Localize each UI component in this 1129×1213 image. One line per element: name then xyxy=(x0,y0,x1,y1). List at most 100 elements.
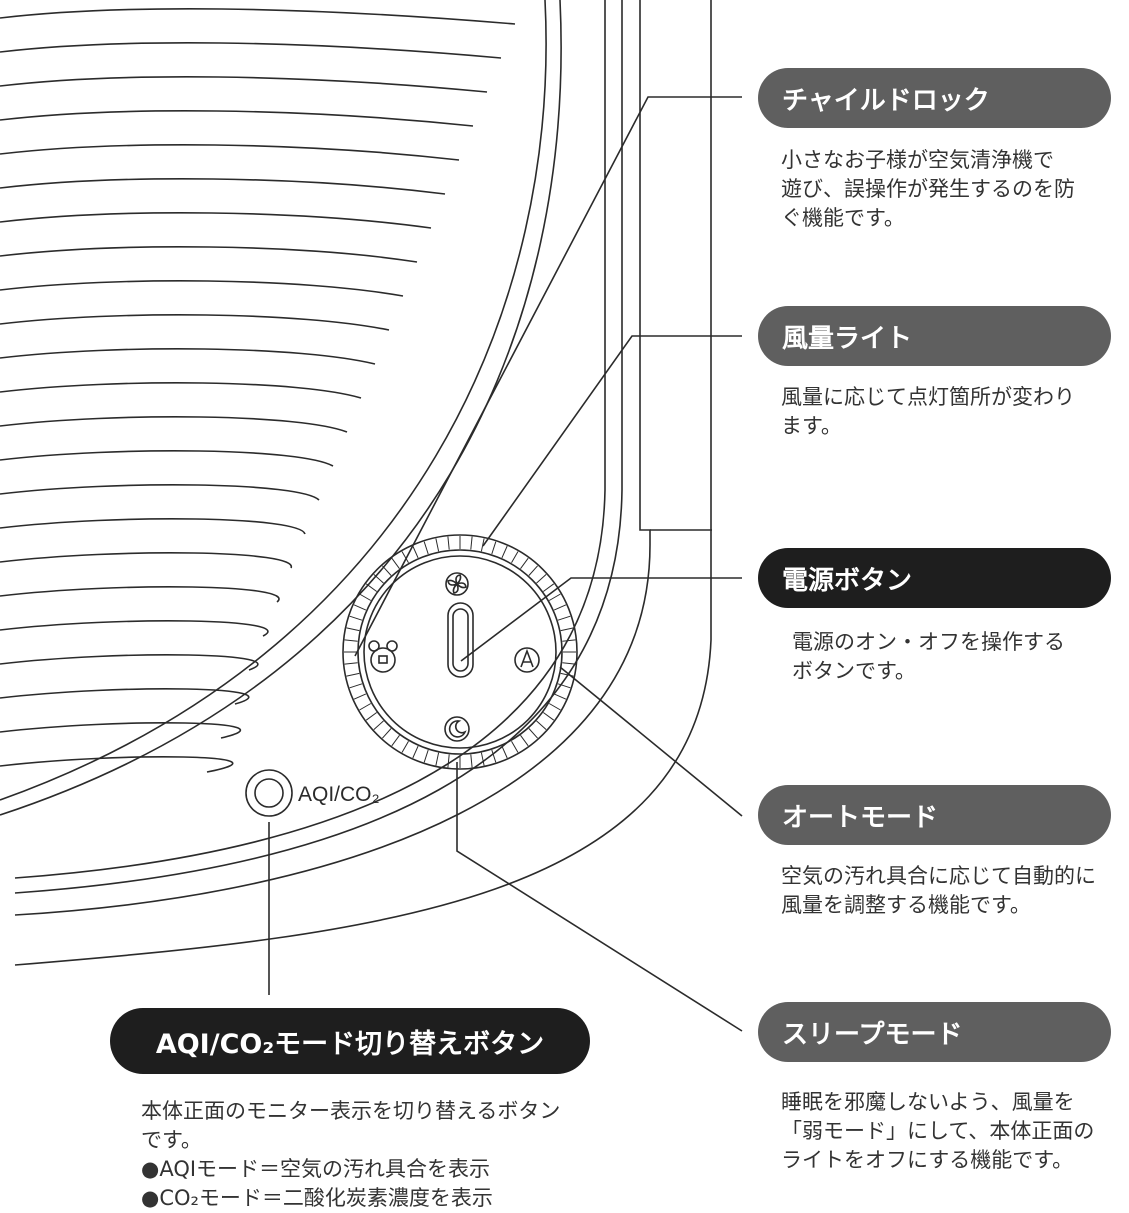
grille-slat xyxy=(0,484,320,501)
dial-tick xyxy=(520,735,529,747)
aqi-button-label: AQI/CO₂ xyxy=(298,783,380,806)
dial-tick xyxy=(562,639,576,642)
dial-tick xyxy=(346,672,360,677)
dial-tick xyxy=(391,557,400,569)
dial-tick xyxy=(511,740,519,753)
dial-tick xyxy=(349,615,363,621)
dial-tick xyxy=(543,712,555,721)
fan-grille xyxy=(0,8,516,773)
dial-tick xyxy=(543,583,555,592)
grille-slat xyxy=(0,552,292,569)
dial-tick xyxy=(447,754,450,768)
dial-tick xyxy=(501,545,508,559)
dial-tick xyxy=(353,604,367,611)
dial-tick xyxy=(373,574,384,584)
dial-tick xyxy=(435,538,440,552)
dial-tick xyxy=(480,752,485,766)
dial-tick xyxy=(560,627,574,632)
grille-slat xyxy=(0,76,488,93)
dial-tick xyxy=(501,745,508,759)
dial-tick xyxy=(401,551,409,564)
body-outline xyxy=(0,0,712,966)
grille-slat xyxy=(0,382,362,399)
grille-slat xyxy=(0,756,234,773)
child-lock-label: チャイルドロック xyxy=(758,68,1111,128)
grille-slat xyxy=(0,280,404,297)
dial-tick xyxy=(382,728,392,739)
dial-tick xyxy=(346,627,360,632)
dial-tick xyxy=(365,712,377,721)
aqi-co2-label: AQI/CO₂モード切り替えボタン xyxy=(110,1008,590,1074)
aqi-co2-description: 本体正面のモニター表示を切り替えるボタン です。 ●AQIモード＝空気の汚れ具合… xyxy=(141,1099,561,1210)
fan-icon xyxy=(445,572,469,596)
dial-tick xyxy=(491,541,497,555)
dial-tick xyxy=(391,735,400,747)
grille-slat xyxy=(0,416,348,433)
dial-tick xyxy=(470,536,473,550)
dial-tick xyxy=(491,749,497,763)
dial-tick xyxy=(401,740,409,753)
dial-tick xyxy=(511,551,519,564)
dial-tick xyxy=(382,565,392,576)
grille-slat xyxy=(0,586,280,603)
dial-tick xyxy=(365,583,377,592)
power-label: 電源ボタン xyxy=(758,548,1111,608)
grille-slat xyxy=(0,620,269,637)
dial-tick xyxy=(423,749,429,763)
aqi-co2-button xyxy=(245,769,293,817)
grille-slat xyxy=(0,110,474,127)
dial-tick xyxy=(557,615,571,621)
dial-tick xyxy=(344,639,358,642)
dial-tick xyxy=(528,565,538,576)
grille-slat xyxy=(0,8,516,25)
grille-slat xyxy=(0,722,241,739)
power-button xyxy=(447,602,474,678)
grille-slat xyxy=(0,144,460,161)
dial-tick xyxy=(373,720,384,730)
dial-tick xyxy=(520,557,529,569)
bear-lock-icon xyxy=(368,640,398,673)
leader-sleep-mode xyxy=(456,762,743,1032)
dial-tick xyxy=(528,728,538,739)
dial-tick xyxy=(344,662,358,665)
dial-tick xyxy=(548,593,561,601)
auto-a-icon xyxy=(514,647,540,673)
auto-mode-description: 空気の汚れ具合に応じて自動的に 風量を調整する機能です。 xyxy=(781,864,1096,917)
dial-tick xyxy=(480,538,485,552)
dial-tick xyxy=(359,703,372,711)
fan-light-label: 風量ライト xyxy=(758,306,1111,366)
grille-slat xyxy=(0,348,376,365)
dial-tick xyxy=(353,693,367,700)
power-description: 電源のオン・オフを操作する ボタンです。 xyxy=(792,630,1065,683)
dial-tick xyxy=(553,604,567,611)
leader-power xyxy=(460,577,742,662)
auto-mode-label: オートモード xyxy=(758,785,1111,845)
grille-slat xyxy=(0,314,390,331)
grille-slat xyxy=(0,688,250,705)
dial-tick xyxy=(536,720,547,730)
dial-tick xyxy=(435,752,440,766)
dial-tick xyxy=(412,545,419,559)
grille-slat xyxy=(0,450,334,467)
sleep-mode-description: 睡眠を邪魔しないよう、風量を 「弱モード」にして、本体正面の ライトをオフにする… xyxy=(781,1090,1095,1172)
grille-slat xyxy=(0,212,432,229)
dial-tick xyxy=(359,593,372,601)
dial-tick xyxy=(548,703,561,711)
dial-tick xyxy=(536,574,547,584)
leader-fan-light xyxy=(482,335,742,547)
grille-slat xyxy=(0,246,418,263)
dial-tick xyxy=(423,541,429,555)
leader-auto-mode xyxy=(559,666,743,817)
grille-slat xyxy=(0,518,306,535)
dial-tick xyxy=(562,662,576,665)
dial-tick xyxy=(447,536,450,550)
leader-lines xyxy=(268,96,743,1032)
grille-slat xyxy=(0,42,502,59)
grille-slat xyxy=(0,178,446,195)
sleep-mode-label: スリープモード xyxy=(758,1002,1111,1062)
dial-tick xyxy=(412,745,419,759)
dial-tick xyxy=(470,754,473,768)
grille-slat xyxy=(0,654,259,671)
fan-light-description: 風量に応じて点灯箇所が変わり ます。 xyxy=(781,385,1075,438)
